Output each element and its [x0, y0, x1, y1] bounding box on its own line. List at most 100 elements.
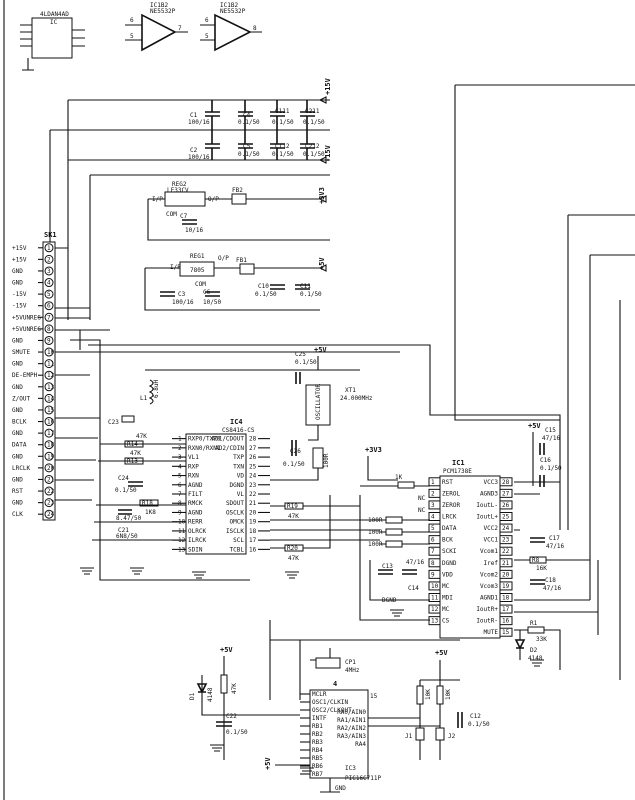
cap-c15-value: 47/16	[542, 435, 560, 442]
connector-pin-number: 17	[47, 430, 55, 437]
ic4-right-pin-number: 25	[249, 463, 257, 470]
dac-rail-5v: +5V	[528, 422, 541, 430]
connector-pin-label: GND	[12, 476, 23, 483]
dac-left-pin-label: ZEROL	[442, 490, 460, 497]
opamp-1-pin: 5	[130, 33, 134, 40]
cap-c212-value: 0.1/50	[303, 151, 325, 158]
connector-pin-circle	[44, 474, 54, 484]
micro-right-pin-label: RA2/AIN2	[337, 725, 366, 732]
micro-left-pin-label: RB4	[312, 747, 323, 754]
cap-c24: C24	[118, 475, 129, 482]
cap-c10-value: 0.1/50	[255, 291, 277, 298]
resistor-10k-a	[416, 685, 424, 705]
ic4-right-pin-number: 27	[249, 445, 257, 452]
resistor-r1-value: 33K	[536, 636, 547, 643]
dac-right-pin-label: Iref	[484, 560, 499, 567]
micro-right-pin-label: RA4	[355, 741, 366, 748]
connector-pin-label: +5VUNREG	[12, 314, 41, 321]
jumper-j1-label: J1	[405, 733, 413, 740]
dac-right-pin-number: 27	[502, 490, 510, 497]
dac-right-pin-label: MUTE	[484, 629, 499, 636]
connector-pin-circle	[44, 266, 54, 276]
resistor-r14-value: 47K	[136, 433, 147, 440]
dac-right-pin-box	[499, 581, 513, 591]
connector-pin-number: 22	[47, 488, 55, 495]
resistor-10k-a-value: 10K	[425, 689, 432, 700]
dac-left-pin-number: 10	[431, 583, 439, 590]
dac-right-pin-number: 24	[502, 525, 510, 532]
connector-pin-label: CLK	[12, 511, 23, 518]
connector-pin-circle	[44, 393, 54, 403]
cap-c2: C2	[190, 147, 198, 154]
cap-c14-value: 47/16	[406, 559, 424, 566]
resistor-100r-a	[385, 516, 403, 524]
reg1-pin-com: COM	[195, 281, 206, 288]
dac-right-pin-number: 18	[502, 595, 510, 602]
resonator-cp1-value: 4MHz	[345, 667, 360, 674]
dac-right-pin-label: VCC2	[484, 525, 499, 532]
micro-rail-bottom: +5V	[264, 757, 272, 770]
opamp-1-name: IC1B2	[150, 2, 168, 9]
connector-pin-label: SMUTE	[12, 349, 30, 356]
dac-left-pin-label: DATA	[442, 525, 457, 532]
dac-right-pin-box	[499, 546, 513, 556]
inductor-l1	[148, 379, 154, 405]
dac-right-pin-number: 17	[502, 606, 510, 613]
cap-c111-value: 0.1/50	[272, 119, 294, 126]
micro-rail-2: +5V	[435, 649, 448, 657]
fb2-label: FB2	[232, 187, 243, 194]
resistor-1k-value: 1K	[395, 474, 403, 481]
dac-left-pin-box	[428, 569, 441, 579]
connector-pin-number: 20	[47, 465, 55, 472]
cap-c22r-value: 8.47/50	[116, 515, 142, 522]
cap-c1: C1	[190, 112, 198, 119]
ic4-right-pin-label: OMCK	[230, 519, 245, 526]
opamp-2-type: NE5532P	[220, 8, 246, 15]
dac-left-pin-box	[428, 512, 441, 521]
dac-right-pin-box	[499, 488, 513, 498]
jumper-j2	[435, 727, 445, 741]
cap-c25: C25	[295, 351, 306, 358]
ic4-right-pin-label: VD	[237, 473, 245, 480]
connector-pin-number: 18	[47, 442, 55, 449]
oscillator-label: OSCILLATOR	[315, 383, 322, 420]
ic4-right-pin-label: ISCLK	[226, 528, 244, 535]
cap-c5-value: 0.1/50	[238, 151, 260, 158]
cap-c5: C5	[243, 143, 251, 150]
dac-right-pin-label: VCC1	[484, 537, 499, 544]
cap-c16-value: 0.1/50	[540, 465, 562, 472]
dac-right-pin-box	[499, 512, 513, 521]
cap-c111: C111	[275, 108, 290, 115]
connector-pin-number: 16	[47, 419, 55, 426]
connector-pin-circle	[44, 347, 54, 357]
ground-symbols	[80, 567, 544, 775]
jumper-j2-label: J2	[448, 733, 456, 740]
micro-right-pin-label: RA1/AIN1	[337, 717, 366, 724]
cap-c6: C6	[203, 289, 211, 296]
connector-pin-circle	[44, 382, 54, 392]
cap-c211: C211	[305, 108, 320, 115]
dac-right-pin-label: VCC3	[484, 479, 499, 486]
ic4-left-pin-label: RXP0/TXP0	[188, 436, 221, 443]
connector-pin-label: GND	[12, 500, 23, 507]
opamp-1-pin: 7	[178, 25, 182, 32]
ic4-left-pin-label: OLRCK	[188, 528, 206, 535]
resistor-r1	[527, 626, 545, 634]
dac-left-pin-number: 2	[431, 490, 435, 497]
connector-pin-number: 24	[47, 511, 55, 518]
cap-c25-value: 0.1/50	[295, 359, 317, 366]
connector-pin-circle	[44, 370, 54, 380]
resistor-r13-value: 47K	[130, 450, 141, 457]
connector-pin-label: RST	[12, 488, 23, 495]
inductor-l1-name: L1	[140, 395, 148, 402]
connector-pin-circle	[44, 312, 54, 322]
micro-left-pin-label: MCLR	[312, 691, 327, 698]
opamp-2-pin: 5	[205, 33, 209, 40]
crystal-xt1-value: 24.000MHz	[340, 395, 373, 402]
cap-c26-value: 0.1/50	[283, 461, 305, 468]
cap-c24-value: 0.1/50	[115, 487, 137, 494]
ic4-right-pin-label: TCBL	[230, 546, 245, 553]
micro-type: PIC16C711P	[345, 775, 382, 782]
dac-right-pin-number: 21	[502, 560, 510, 567]
